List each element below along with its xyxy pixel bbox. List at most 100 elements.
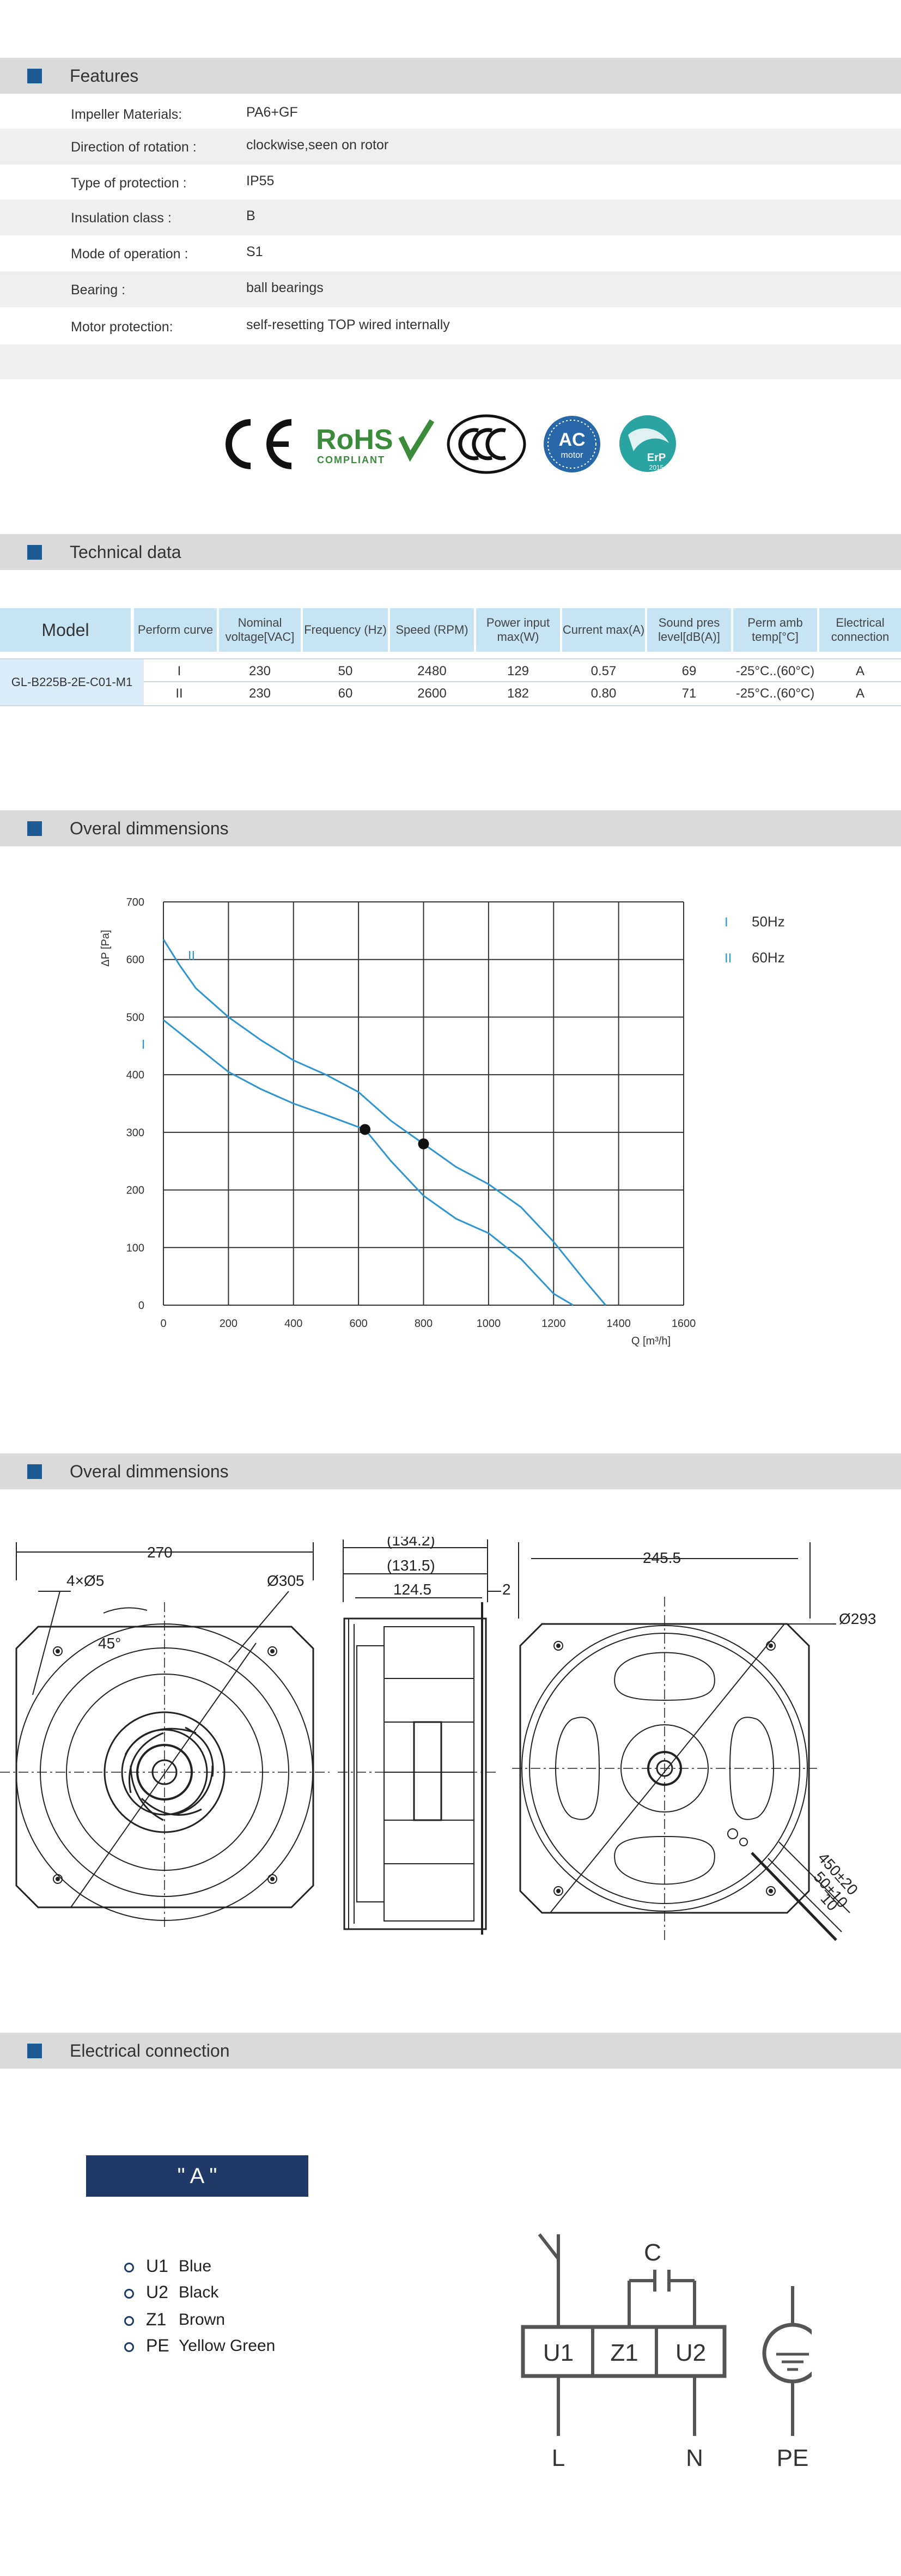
section-marker-icon	[27, 821, 42, 836]
feature-value: B	[246, 208, 255, 223]
section-title: Technical data	[70, 542, 181, 562]
table-header: Perform curve	[134, 608, 217, 652]
x-tick-label: 1600	[672, 1318, 696, 1330]
table-cell: 0.80	[590, 686, 617, 701]
legend-label: 50Hz	[752, 913, 785, 930]
dim-label: 270	[147, 1544, 173, 1561]
curve-header: Overal dimmensions	[0, 810, 901, 846]
model-name: GL-B225B-2E-C01-M1	[11, 675, 133, 689]
legend-marker: II	[725, 951, 732, 966]
feature-row: Type of protection : IP55	[0, 165, 901, 201]
svg-text:COMPLIANT: COMPLIANT	[317, 454, 385, 465]
table-cell: 69	[681, 664, 697, 678]
table-cell: I	[177, 664, 181, 678]
x-tick-label: 1200	[541, 1318, 566, 1330]
dim-label: 45°	[98, 1635, 121, 1652]
feature-row-empty	[0, 344, 901, 379]
y-tick-label: 600	[126, 954, 144, 966]
section-marker-icon	[27, 69, 42, 83]
svg-text:2015: 2015	[649, 464, 664, 471]
y-tick-label: 700	[126, 896, 144, 908]
capacitor-label: C	[644, 2239, 661, 2266]
svg-text:RoHS: RoHS	[316, 424, 393, 456]
feature-row: Bearing : ball bearings	[0, 271, 901, 307]
dim-label: 2	[502, 1581, 511, 1598]
legend-marker: I	[725, 915, 728, 930]
dim-label: 124.5	[393, 1581, 431, 1598]
table-cell: 129	[507, 664, 529, 678]
table-header: Sound pres level[dB(A)]	[647, 608, 731, 652]
feature-label: Mode of operation :	[71, 246, 188, 262]
x-tick-label: 0	[160, 1318, 166, 1330]
series-line-I	[163, 1019, 574, 1306]
x-tick-label: 400	[284, 1318, 302, 1330]
bullet-icon	[124, 2289, 134, 2299]
table-cell: 182	[507, 686, 529, 701]
wire-code: U1	[146, 2256, 168, 2276]
table-header: Speed (RPM)	[390, 608, 474, 652]
x-tick-label: 600	[349, 1318, 367, 1330]
section-marker-icon	[27, 1464, 42, 1479]
feature-row: Impeller Materials: PA6+GF	[0, 96, 901, 132]
y-tick-label: 200	[126, 1185, 144, 1197]
bullet-icon	[124, 2263, 134, 2272]
table-header: Power input max(W)	[476, 608, 560, 652]
feature-label: Direction of rotation :	[71, 140, 197, 155]
operating-point	[418, 1138, 429, 1149]
operating-point	[360, 1124, 371, 1135]
dim-label: (131.5)	[387, 1557, 435, 1574]
feature-label: Impeller Materials:	[71, 107, 182, 122]
y-axis-label: ΔP [Pa]	[100, 930, 112, 966]
model-cell: GL-B225B-2E-C01-M1	[0, 659, 144, 705]
x-tick-label: 200	[220, 1318, 238, 1330]
series-label: II	[188, 948, 195, 963]
table-cell: -25°C..(60°C)	[735, 664, 815, 678]
wire-color: Yellow Green	[179, 2337, 276, 2355]
dim-label: Ø305	[267, 1572, 305, 1589]
bullet-icon	[124, 2316, 134, 2326]
table-header: Perm amb temp[°C]	[733, 608, 817, 652]
neutral-label: N	[686, 2445, 703, 2471]
svg-text:ErP: ErP	[647, 452, 666, 464]
section-title: Overal dimmensions	[70, 1462, 229, 1481]
table-cell: 60	[338, 686, 353, 701]
wire-color: Blue	[179, 2257, 212, 2275]
feature-label: Motor protection:	[71, 319, 173, 335]
terminal-label: Z1	[610, 2339, 638, 2366]
wire-code: PE	[146, 2336, 169, 2355]
wire-color: Black	[179, 2283, 219, 2301]
electrical-header: Electrical connection	[0, 2033, 901, 2069]
feature-value: ball bearings	[246, 280, 324, 295]
terminal-label: U2	[675, 2339, 706, 2366]
table-cell: 230	[248, 664, 271, 678]
svg-text:motor: motor	[561, 451, 584, 460]
wiring-diagram: C U1 Z1 U2 L N PE	[521, 2233, 812, 2471]
feature-value: self-resetting TOP wired internally	[246, 317, 450, 332]
feature-label: Insulation class :	[71, 210, 172, 226]
bullet-icon	[124, 2342, 134, 2352]
y-tick-label: 400	[126, 1069, 144, 1081]
ac-motor-logo: AC motor	[542, 414, 602, 474]
earth-label: PE	[777, 2445, 809, 2471]
feature-value: S1	[246, 244, 263, 259]
table-divider	[0, 658, 901, 659]
feature-row: Insulation class : B	[0, 199, 901, 235]
series-label: I	[142, 1037, 145, 1052]
x-tick-label: 800	[415, 1318, 433, 1330]
table-cell: 71	[681, 686, 697, 701]
feature-row: Direction of rotation : clockwise,seen o…	[0, 129, 901, 165]
svg-text:AC: AC	[558, 429, 585, 450]
y-tick-label: 0	[138, 1300, 144, 1312]
line-label: L	[552, 2445, 565, 2471]
table-header-model: Model	[0, 608, 131, 652]
dim-label: 245.5	[643, 1549, 681, 1566]
table-cell: 230	[248, 686, 271, 701]
y-tick-label: 300	[126, 1127, 144, 1139]
dim-label: 4×Ø5	[66, 1572, 104, 1589]
y-tick-label: 100	[126, 1242, 144, 1254]
dimensions-header: Overal dimmensions	[0, 1453, 901, 1489]
rohs-logo: RoHS COMPLIANT	[315, 415, 435, 470]
front-view-drawing	[0, 1542, 330, 1929]
feature-label: Bearing :	[71, 282, 126, 298]
